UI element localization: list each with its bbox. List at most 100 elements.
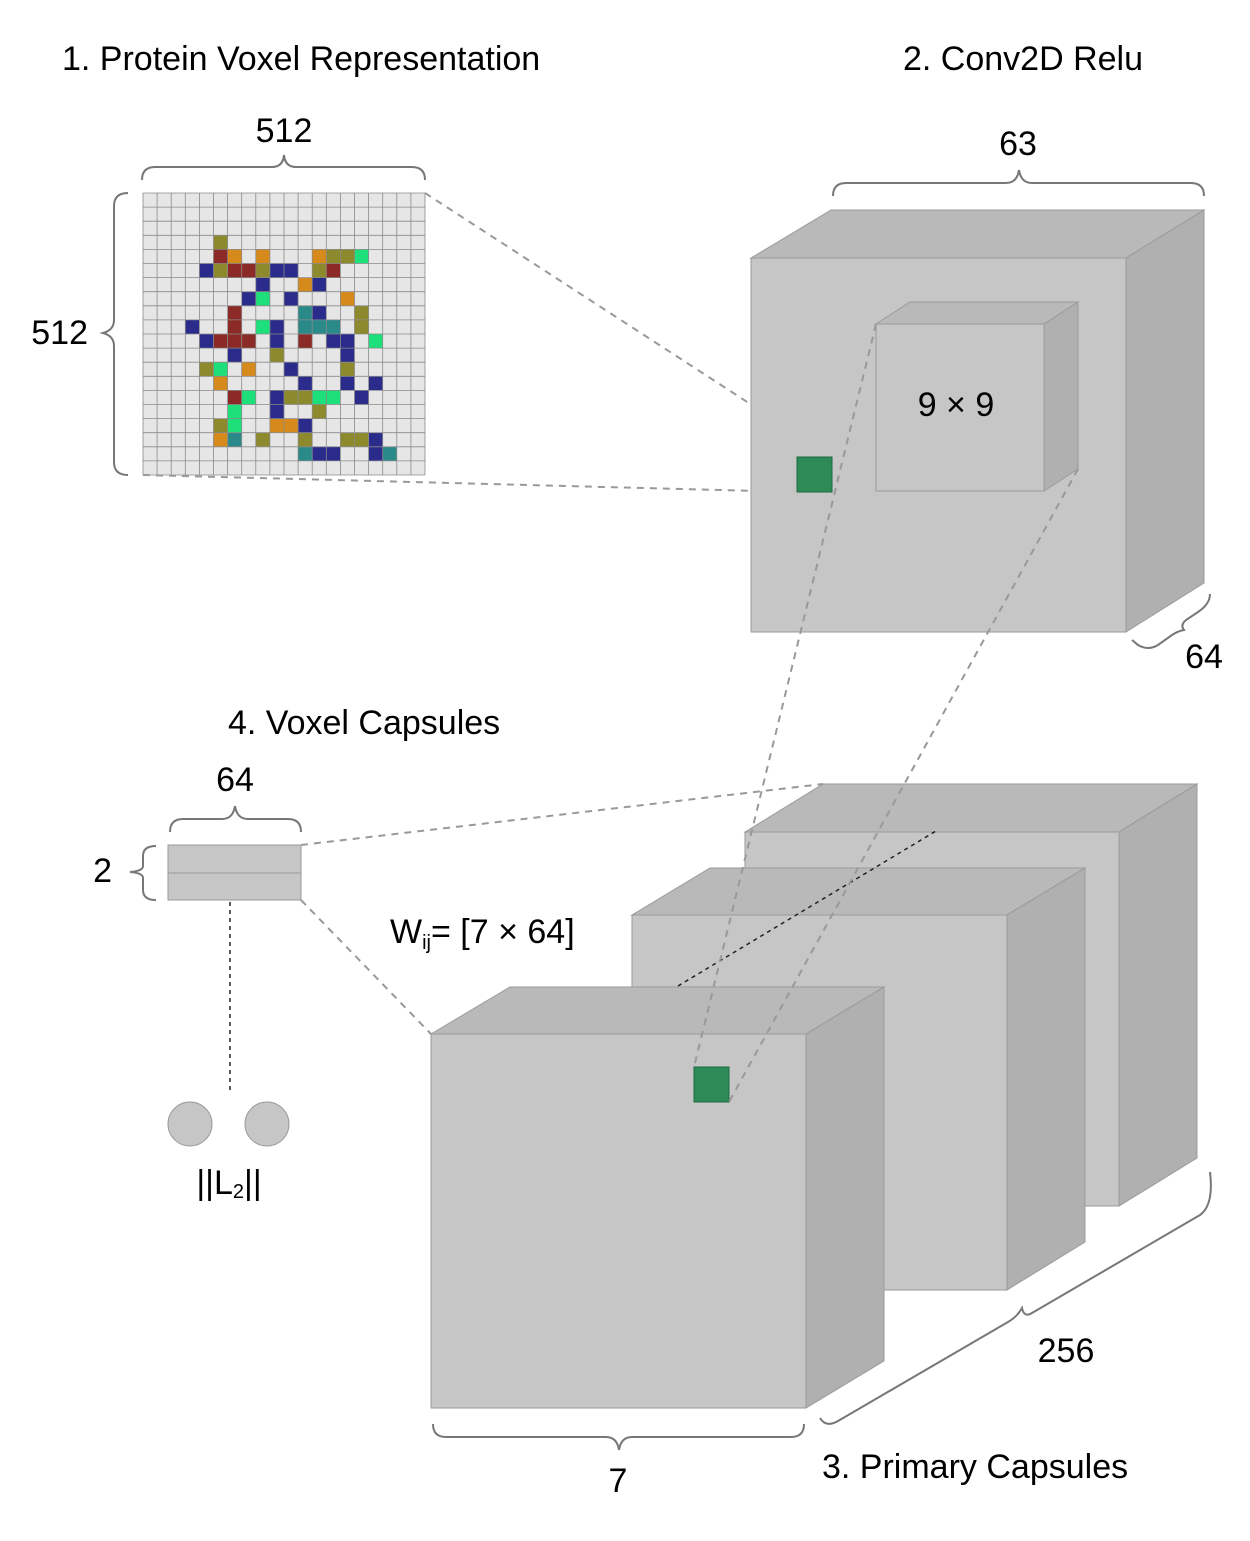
capsule-block-top (743, 783, 1199, 833)
capsule-width-label: 7 (609, 1462, 628, 1500)
projection-line (728, 468, 1079, 1103)
kernel-cube-side (1043, 301, 1079, 492)
voxel-grid-lines (142, 192, 426, 476)
section-title-primary-capsules: 3. Primary Capsules (822, 1448, 1128, 1486)
voxel-capsule-row (167, 872, 302, 901)
voxel-cell (269, 319, 284, 334)
voxel-cell (326, 334, 341, 349)
voxel-cell (213, 362, 228, 377)
voxel-cell (255, 432, 270, 447)
norm-suffix: || (244, 1164, 262, 1202)
kernel-cube: 9 × 9 (874, 301, 1080, 492)
voxel-cell (284, 291, 299, 306)
voxel-cell (241, 334, 256, 349)
output-node (167, 1101, 213, 1147)
voxel-capsule-height-label: 2 (93, 852, 112, 890)
norm-prefix: ||L (196, 1164, 233, 1202)
voxel-cell (298, 446, 313, 461)
voxel-cell (199, 334, 214, 349)
voxel-cell (241, 390, 256, 405)
voxel-cell (298, 319, 313, 334)
voxel-cell (255, 277, 270, 292)
weight-subscript: ij (422, 932, 431, 954)
voxel-cell (298, 376, 313, 391)
projection-line (300, 899, 432, 1035)
voxel-cell (269, 390, 284, 405)
voxel-cell (298, 277, 313, 292)
projection-line (142, 474, 798, 493)
voxel-cell (340, 432, 355, 447)
norm-subscript: 2 (233, 1181, 244, 1203)
voxel-cell (213, 334, 228, 349)
conv-width-label: 63 (999, 125, 1037, 163)
voxel-cell (340, 362, 355, 377)
voxel-cell (312, 263, 327, 278)
voxel-capsule-width-brace (169, 805, 302, 833)
voxel-cell (185, 319, 200, 334)
voxel-cell (269, 348, 284, 363)
capsule-depth-brace (819, 1171, 1212, 1425)
voxel-cell (368, 432, 383, 447)
conv-width-brace (832, 169, 1205, 197)
voxel-cell (354, 305, 369, 320)
capsule-block-side (805, 986, 885, 1409)
voxel-cell (199, 362, 214, 377)
capsule-block-side (1118, 783, 1198, 1207)
capsule-receptive-field-marker (693, 1066, 730, 1103)
voxel-cell (199, 263, 214, 278)
voxel-cell (312, 404, 327, 419)
kernel-size-label: 9 × 9 (918, 386, 995, 424)
capsule-width-brace (432, 1423, 805, 1451)
voxel-cell (298, 390, 313, 405)
primary-capsule-block-front (429, 986, 886, 1409)
voxel-cell (354, 319, 369, 334)
voxel-cell (227, 432, 242, 447)
capsule-depth-label: 256 (1038, 1332, 1095, 1370)
capsule-block-side (1006, 867, 1086, 1291)
voxel-cell (312, 305, 327, 320)
kernel-cube-front (875, 323, 1045, 492)
voxel-cell (326, 446, 341, 461)
voxel-cell (326, 249, 341, 264)
voxel-capsule-row (167, 844, 302, 874)
kernel-cube-top (874, 301, 1080, 325)
section-title-conv2d: 2. Conv2D Relu (903, 40, 1143, 78)
voxel-cell (241, 362, 256, 377)
voxel-cells (185, 235, 397, 461)
voxel-cell (269, 404, 284, 419)
projection-line (693, 323, 877, 1068)
voxel-cell (213, 249, 228, 264)
voxel-cell (213, 418, 228, 433)
capsule-block-front (430, 1033, 807, 1409)
voxel-cell (326, 319, 341, 334)
voxel-cell (227, 305, 242, 320)
weight-symbol: W (390, 913, 422, 951)
voxel-cell (312, 319, 327, 334)
voxel-cell (213, 235, 228, 250)
voxel-width-label: 512 (256, 112, 313, 150)
voxel-cell (312, 277, 327, 292)
voxel-cell (298, 305, 313, 320)
voxel-cell (284, 362, 299, 377)
voxel-capsule-height-brace (129, 845, 157, 901)
voxel-grid (142, 192, 426, 476)
voxel-cell (368, 376, 383, 391)
output-node (244, 1101, 290, 1147)
voxel-cell (255, 263, 270, 278)
voxel-cell (340, 334, 355, 349)
voxel-cell (269, 418, 284, 433)
voxel-cell (241, 291, 256, 306)
section-title-protein-voxel: 1. Protein Voxel Representation (62, 40, 540, 78)
capsule-block-top (630, 867, 1087, 916)
voxel-cell (227, 249, 242, 264)
voxel-cell (213, 432, 228, 447)
capsule-block-top (429, 986, 886, 1035)
voxel-cell (312, 390, 327, 405)
voxel-cell (241, 263, 256, 278)
voxel-cell (284, 390, 299, 405)
voxel-height-label: 512 (31, 314, 88, 352)
voxel-cell (269, 263, 284, 278)
voxel-cell (227, 418, 242, 433)
voxel-cell (340, 291, 355, 306)
